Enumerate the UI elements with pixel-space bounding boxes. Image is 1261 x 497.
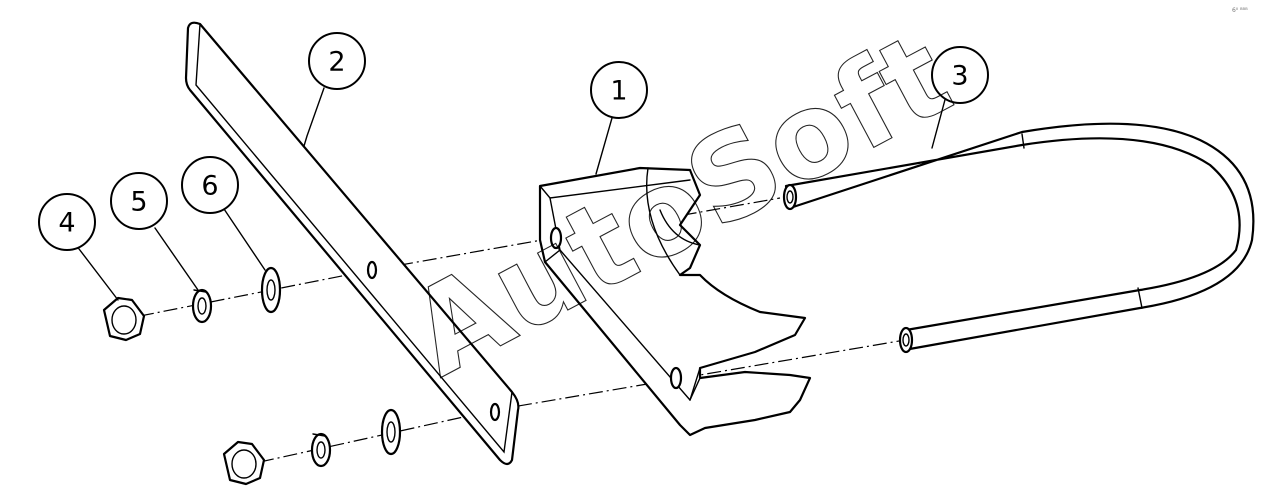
svg-text:4: 4 [58, 208, 75, 239]
part-3-u-bolt [782, 122, 1255, 354]
leader-lines [75, 87, 947, 301]
callout-1: 1 [590, 61, 648, 119]
part-1-clamp-bracket [538, 166, 812, 437]
part-5-lock-washer-upper [191, 288, 213, 324]
part-5-lock-washer-lower [310, 432, 332, 468]
svg-text:6: 6 [201, 171, 218, 202]
svg-text:1: 1 [610, 76, 627, 107]
corner-tag: 6ᴵᴵ ᴮᴮᴮ [1232, 7, 1248, 14]
hardware-upper [102, 266, 282, 342]
callout-4: 4 [38, 193, 96, 251]
callout-3: 3 [931, 46, 989, 104]
callout-6: 6 [181, 156, 239, 214]
part-6-flat-washer-upper [260, 266, 282, 314]
part-4-nut-lower [222, 440, 266, 486]
svg-text:3: 3 [951, 61, 968, 92]
callout-2: 2 [308, 32, 366, 90]
hardware-lower [222, 408, 402, 486]
part-6-flat-washer-lower [380, 408, 402, 456]
part-2-plate [184, 21, 520, 466]
callout-5: 5 [110, 172, 168, 230]
svg-text:2: 2 [328, 47, 345, 78]
svg-text:5: 5 [130, 187, 147, 218]
part-4-nut-upper [102, 296, 146, 342]
